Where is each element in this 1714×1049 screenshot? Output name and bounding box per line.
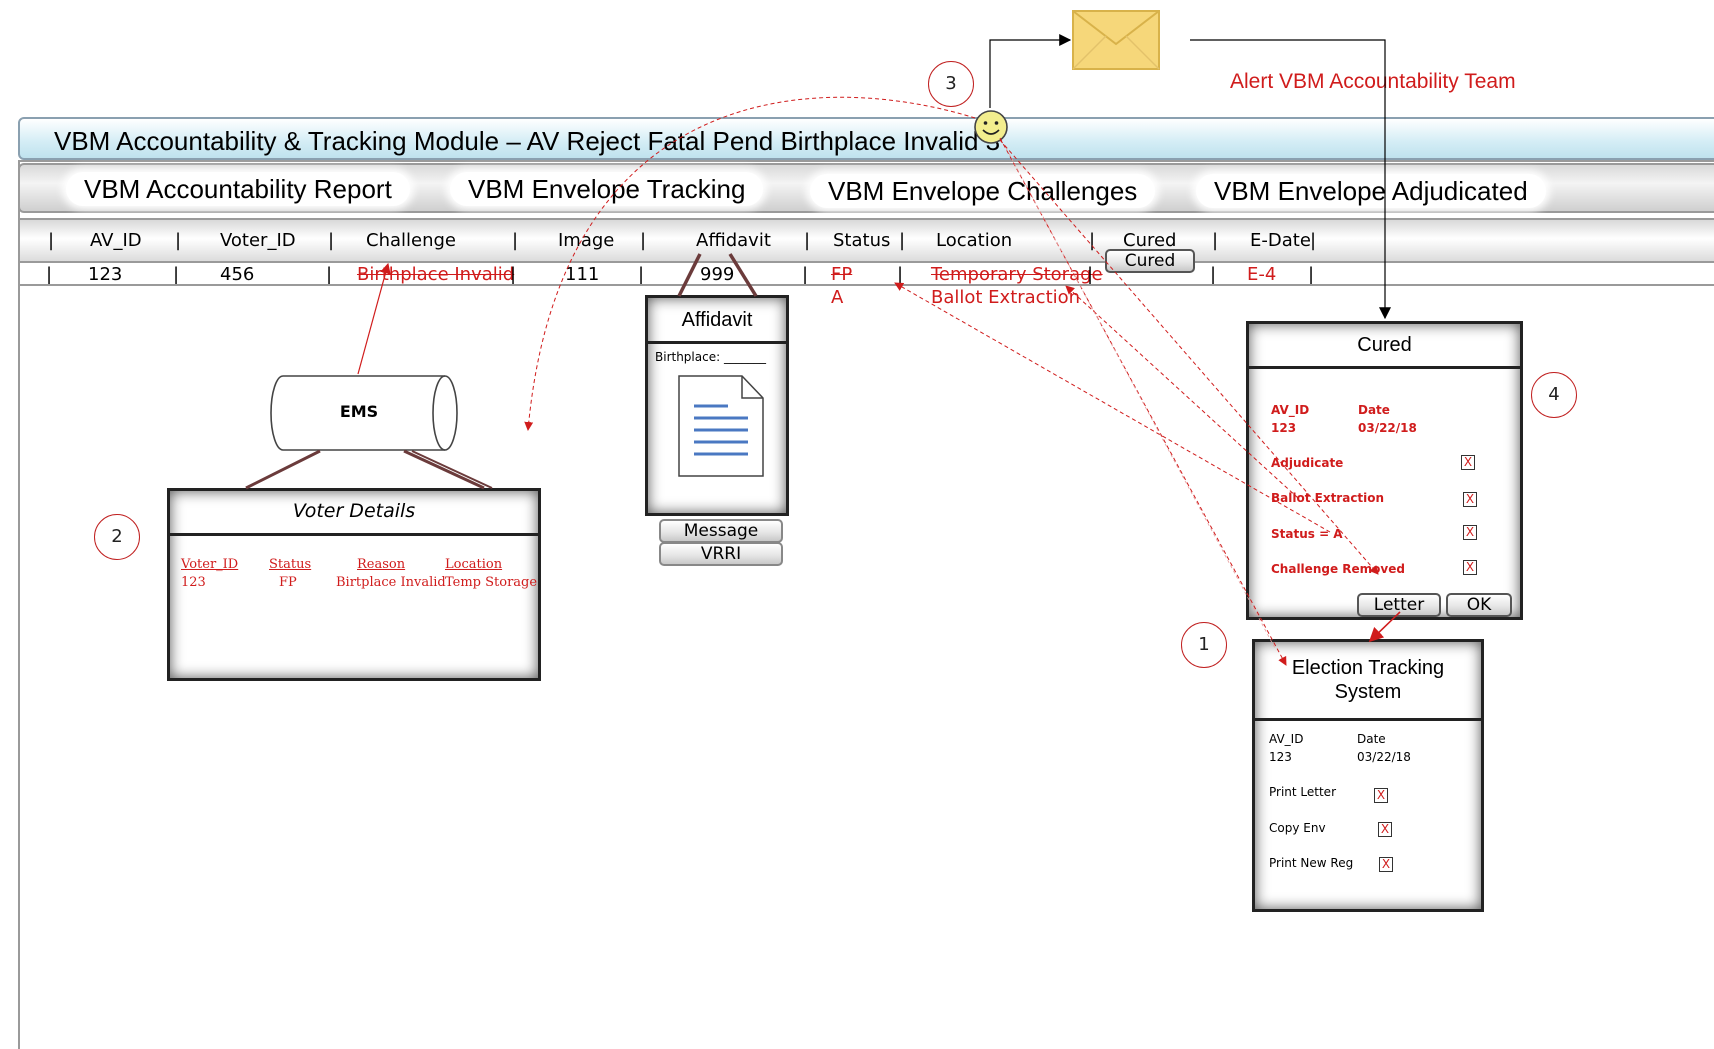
vd-value-voter-id: 123 — [181, 575, 206, 590]
row-status-new: A — [831, 287, 844, 308]
tab-bar: VBM Accountability Report VBM Envelope T… — [18, 163, 1714, 213]
vd-header-reason: Reason — [357, 557, 406, 572]
callout-2: 2 — [94, 514, 140, 560]
ets-date-label: Date — [1357, 732, 1386, 746]
voter-details-title: Voter Details — [292, 500, 416, 522]
vd-header-voter-id: Voter_ID — [181, 557, 239, 572]
tab-envelope-challenges[interactable]: VBM Envelope Challenges — [810, 174, 1156, 208]
row-divider — [18, 284, 1714, 286]
ets-check-print-new-reg[interactable]: X — [1379, 857, 1393, 872]
alert-team-label: Alert VBM Accountability Team — [1230, 70, 1516, 93]
row-image: 111 — [565, 264, 600, 285]
affidavit-panel: Affidavit Birthplace: _______ — [645, 295, 789, 516]
cured-panel-title: Cured — [1357, 334, 1412, 356]
row-affidavit: 999 — [700, 264, 735, 285]
col-header-av-id: AV_ID — [90, 230, 142, 251]
col-header-challenge: Challenge — [366, 230, 456, 251]
col-header-cured: Cured — [1123, 230, 1177, 251]
col-header-location: Location — [936, 230, 1013, 251]
cured-item-status: Status = A — [1271, 527, 1343, 541]
row-edate: E-4 — [1247, 264, 1277, 285]
cured-date-value: 03/22/18 — [1358, 421, 1417, 435]
cured-date-label: Date — [1358, 403, 1390, 417]
ets-item-copy-env: Copy Env — [1269, 821, 1326, 835]
table-row: | 123 | 456 | Birthplace Invalid | 111 |… — [46, 249, 1315, 308]
ets-av-id-label: AV_ID — [1269, 732, 1304, 746]
cured-item-challenge-removed: Challenge Removed — [1271, 562, 1405, 576]
col-header-voter-id: Voter_ID — [220, 230, 296, 251]
cured-item-adjudicate: Adjudicate — [1271, 456, 1344, 470]
row-location-new: Ballot Extraction — [931, 287, 1081, 308]
message-button[interactable]: Message — [659, 519, 783, 543]
ets-title-line2: System — [1334, 681, 1402, 703]
arrow-smiley-to-envelope — [989, 34, 1072, 108]
tab-envelope-adjudicated[interactable]: VBM Envelope Adjudicated — [1196, 174, 1546, 208]
ok-button[interactable]: OK — [1446, 593, 1512, 617]
ets-item-print-letter: Print Letter — [1269, 785, 1337, 799]
election-tracking-panel: Election Tracking System AV_ID 123 Date … — [1252, 639, 1484, 912]
affidavit-title: Affidavit — [681, 309, 753, 331]
ems-label: EMS — [339, 402, 379, 421]
vd-value-location: Temp Storage — [445, 575, 538, 590]
affidavit-birthplace-field[interactable]: Birthplace: _______ — [655, 350, 766, 364]
cured-item-ballot-extraction: Ballot Extraction — [1271, 491, 1385, 505]
row-av-id: 123 — [88, 264, 123, 285]
voter-details-panel: Voter Details Voter_ID Status Reason Loc… — [167, 488, 541, 681]
vd-value-status: FP — [279, 575, 297, 590]
cured-check-ballot-extraction[interactable]: X — [1463, 492, 1477, 507]
col-header-edate: E-Date — [1250, 230, 1311, 251]
ets-item-print-new-reg: Print New Reg — [1269, 856, 1354, 870]
vd-header-location: Location — [445, 557, 503, 572]
cured-av-id-value: 123 — [1271, 421, 1297, 435]
envelope-icon — [1072, 10, 1160, 70]
smiley-icon[interactable] — [973, 109, 1009, 145]
tab-accountability-report[interactable]: VBM Accountability Report — [66, 172, 410, 206]
callout-3: 3 — [928, 61, 974, 107]
cured-check-challenge-removed[interactable]: X — [1463, 560, 1477, 575]
module-title: VBM Accountability & Tracking Module – A… — [54, 126, 1001, 156]
callout-4: 4 — [1531, 372, 1577, 418]
row-cured-button[interactable]: Cured — [1105, 249, 1195, 273]
col-header-status: Status — [833, 230, 891, 251]
row-challenge: Birthplace Invalid — [357, 264, 515, 285]
callout-1: 1 — [1181, 622, 1227, 668]
ets-check-print-letter[interactable]: X — [1374, 788, 1388, 803]
ets-date-value: 03/22/18 — [1357, 750, 1411, 764]
row-voter-id: 456 — [220, 264, 255, 285]
ets-title-line1: Election Tracking — [1291, 657, 1445, 679]
ets-check-copy-env[interactable]: X — [1378, 822, 1392, 837]
table-header-row: | AV_ID | Voter_ID | Challenge | Image |… — [18, 218, 1714, 263]
cured-check-adjudicate[interactable]: X — [1461, 455, 1475, 470]
col-header-affidavit: Affidavit — [696, 230, 771, 251]
vrri-button[interactable]: VRRI — [659, 542, 783, 566]
ets-av-id-value: 123 — [1269, 750, 1292, 764]
row-location-old: Temporary Storage — [931, 264, 1103, 285]
document-icon — [676, 374, 766, 478]
col-header-image: Image — [558, 230, 615, 251]
vd-value-reason: Birtplace Invalid — [336, 575, 446, 590]
cured-check-status[interactable]: X — [1463, 525, 1477, 540]
module-title-bar: VBM Accountability & Tracking Module – A… — [18, 117, 1714, 160]
cured-panel: Cured AV_ID 123 Date 03/22/18 Adjudicate… — [1246, 321, 1523, 620]
vd-header-status: Status — [269, 557, 312, 572]
row-status-old: FP — [831, 264, 853, 285]
letter-button[interactable]: Letter — [1357, 593, 1441, 617]
tab-envelope-tracking[interactable]: VBM Envelope Tracking — [450, 172, 764, 206]
cured-av-id-label: AV_ID — [1271, 403, 1310, 417]
